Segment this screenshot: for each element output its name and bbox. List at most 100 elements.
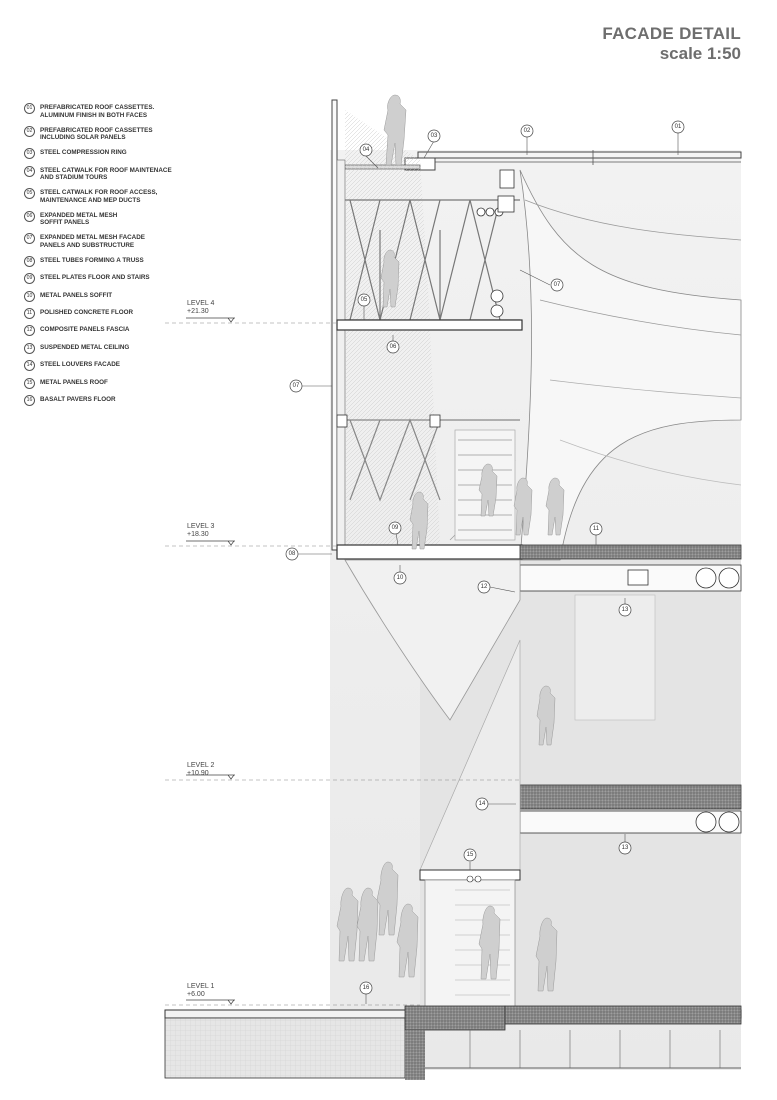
legend-text: STEEL LOUVERS FACADE [40, 361, 121, 369]
callout-label: 01 [675, 124, 682, 130]
ground-slab [164, 1005, 742, 1080]
legend-text: EXPANDED METAL MESH [40, 211, 118, 219]
callout-07-left: 07 [289, 379, 303, 393]
callout-label: 09 [392, 525, 399, 531]
legend-item: 05 STEEL CATWALK FOR ROOF ACCESS,MAINTENA… [24, 188, 184, 204]
legend-text: STEEL CATWALK FOR ROOF MAINTENACE [40, 166, 172, 174]
legend-text: PREFABRICATED ROOF CASSETTES. [40, 104, 155, 111]
level-name: LEVEL 4 [187, 300, 215, 307]
legend-number: 03 [24, 148, 35, 160]
legend-number: 15 [24, 377, 35, 389]
legend-item: 16 BASALT PAVERS FLOOR [24, 394, 184, 406]
callout-label: 04 [363, 147, 370, 153]
legend-number: 02 [24, 125, 35, 137]
callout-label: 07 [554, 282, 561, 288]
callout-label: 08 [289, 551, 296, 557]
legend-text: PREFABRICATED ROOF CASSETTES [40, 126, 153, 134]
legend-number: 08 [24, 255, 35, 267]
title-scale: scale 1:50 [659, 44, 741, 63]
legend-number: 06 [24, 210, 35, 222]
legend-number: 10 [24, 290, 35, 302]
legend-text: STEEL PLATES FLOOR AND STAIRS [40, 274, 150, 282]
legend-item: 08 STEEL TUBES FORMING A TRUSS [24, 255, 184, 267]
callout-16: 16 [359, 981, 373, 995]
legend-text: STEEL COMPRESSION RING [40, 149, 127, 157]
legend-text: STEEL TUBES FORMING A TRUSS [40, 256, 144, 264]
pavilion-lower [419, 869, 521, 1011]
level-name: LEVEL 3 [187, 523, 215, 530]
callout-label: 15 [467, 852, 474, 858]
callout-03: 03 [427, 129, 441, 143]
callout-12: 12 [477, 580, 491, 594]
callout-08: 08 [285, 547, 299, 561]
callout-label: 10 [397, 575, 404, 581]
legend-text: INCLUDING SOLAR PANELS [40, 134, 126, 142]
legend-text: STEEL CATWALK FOR ROOF ACCESS, [40, 189, 158, 197]
level-elevation: +18.30 [187, 530, 209, 538]
legend-text: AND STADIUM TOURS [40, 174, 108, 182]
legend-number: 09 [24, 273, 35, 285]
legend-text: SOFFIT PANELS [40, 219, 90, 227]
level-lines [165, 322, 520, 1006]
legend-text: METAL PANELS SOFFIT [40, 291, 113, 299]
level-elevation: +10.90 [187, 769, 209, 777]
legend-item: 03 STEEL COMPRESSION RING [24, 148, 184, 160]
legend-number: 13 [24, 342, 35, 354]
drawing-title: FACADE DETAIL scale 1:50 [602, 24, 741, 64]
legend-item: 09 STEEL PLATES FLOOR AND STAIRS [24, 273, 184, 285]
callout-09: 09 [388, 521, 402, 535]
legend-number: 11 [24, 308, 35, 320]
legend-item: 15 METAL PANELS ROOF [24, 377, 184, 389]
legend-text: METAL PANELS ROOF [40, 378, 108, 386]
callout-14: 14 [475, 797, 489, 811]
legend-text: BASALT PAVERS FLOOR [40, 395, 116, 403]
legend-number: 05 [24, 188, 35, 200]
legend-text: COMPOSITE PANELS FASCIA [40, 326, 130, 334]
legend-text: EXPANDED METAL MESH FACADE [40, 234, 145, 242]
callout-label: 02 [524, 128, 531, 134]
callout-label: 05 [361, 297, 368, 303]
callout-label: 06 [390, 344, 397, 350]
legend-text: SUSPENDED METAL CEILING [40, 343, 130, 351]
callout-05: 05 [357, 293, 371, 307]
callout-01: 01 [671, 120, 685, 134]
legend-number: 12 [24, 325, 35, 337]
callout-06: 06 [386, 340, 400, 354]
legend-item: 14 STEEL LOUVERS FACADE [24, 360, 184, 372]
level-name: LEVEL 2 [187, 762, 215, 769]
callout-label: 11 [593, 526, 600, 532]
legend-number: 07 [24, 233, 35, 245]
legend-item: 13 SUSPENDED METAL CEILING [24, 342, 184, 354]
level-name: LEVEL 1 [187, 983, 215, 990]
callout-07-right: 07 [550, 278, 564, 292]
floor-slabs [336, 319, 742, 834]
level-elevation: +6.00 [187, 990, 205, 998]
callout-label: 12 [481, 584, 488, 590]
legend-item: 10 METAL PANELS SOFFIT [24, 290, 184, 302]
callout-15: 15 [463, 848, 477, 862]
roof-truss-curve [519, 169, 742, 561]
legend-number: 04 [24, 165, 35, 177]
callout-label: 07 [293, 383, 300, 389]
callout-label: 13 [622, 607, 629, 613]
legend-text: PANELS AND SUBSTRUCTURE [40, 241, 135, 249]
level-elevation: +21.30 [187, 307, 209, 315]
fascia-sloped [344, 559, 656, 881]
callout-11: 11 [589, 522, 603, 536]
level-4-label: LEVEL 4 +21.30 [187, 300, 214, 315]
legend-number: 16 [24, 394, 35, 406]
legend-number: 14 [24, 360, 35, 372]
callout-label: 16 [363, 985, 370, 991]
callout-label: 13 [622, 845, 629, 851]
level-1-label: LEVEL 1 +6.00 [187, 983, 214, 998]
legend-text: MAINTENANCE AND MEP DUCTS [40, 196, 141, 204]
callout-13-lower: 13 [618, 841, 632, 855]
level-2-label: LEVEL 2 +10.90 [187, 762, 214, 777]
human-figures [336, 94, 565, 992]
